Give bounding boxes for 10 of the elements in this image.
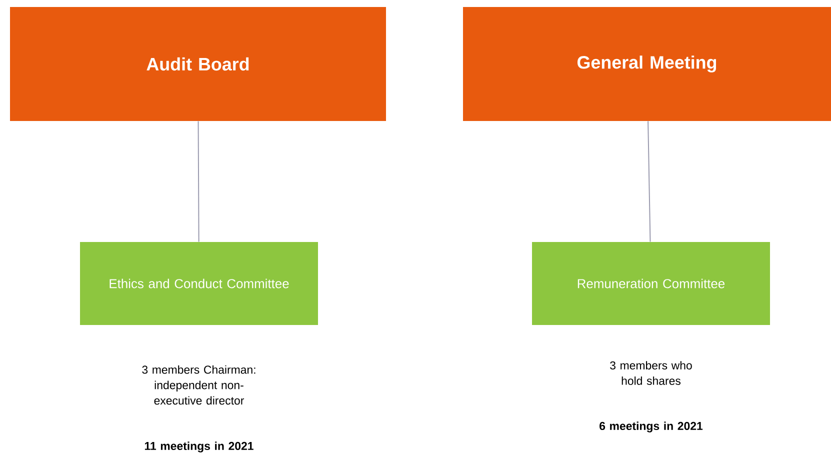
committee-note: 3 members who hold shares (610, 361, 692, 385)
committee-box: Ethics and Conduct Committee (80, 242, 318, 325)
committee-note: 3 members Chairman: independent non-executive director (142, 365, 256, 405)
meeting-count: 6 meetings in 2021 (600, 422, 703, 432)
committee-box: Remuneration Committee (532, 242, 770, 325)
connector-line (648, 120, 651, 242)
connector-line (198, 120, 200, 242)
title-box: Audit Board (10, 7, 386, 121)
meeting-count: 11 meetings in 2021 (144, 442, 254, 452)
title-box: General Meeting (463, 7, 831, 121)
